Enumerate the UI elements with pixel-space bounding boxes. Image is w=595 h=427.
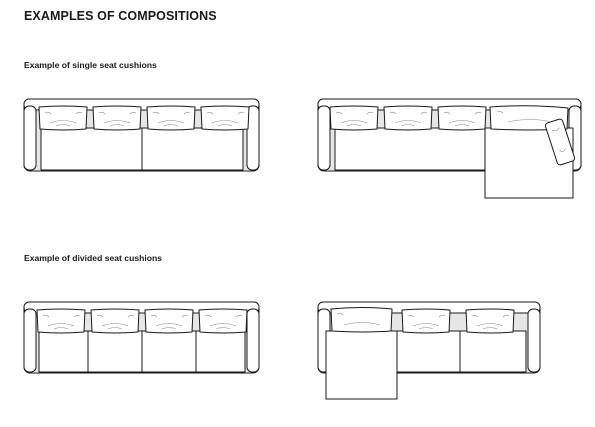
side-cushion	[544, 118, 576, 166]
back-cushion	[329, 105, 379, 131]
section-heading-divided-seat: Example of divided seat cushions	[24, 253, 163, 263]
back-cushion	[144, 308, 194, 334]
sofa-divided-seat-corner	[317, 301, 541, 400]
back-cushion	[36, 308, 86, 334]
sofa-divided-seat-straight	[23, 301, 260, 374]
back-cushion	[437, 105, 487, 131]
back-cushion	[383, 105, 433, 131]
page-title: EXAMPLES OF COMPOSITIONS	[24, 9, 217, 23]
back-cushion	[146, 105, 196, 131]
back-cushion	[200, 105, 250, 131]
back-cushion	[401, 308, 451, 334]
sofa-single-seat-corner	[317, 98, 582, 199]
back-cushion	[90, 308, 140, 334]
back-cushion	[92, 105, 142, 131]
section-heading-single-seat: Example of single seat cushions	[24, 60, 157, 70]
back-cushion	[198, 308, 248, 334]
back-cushion	[330, 307, 393, 333]
sofa-single-seat-straight	[23, 98, 260, 172]
back-cushion	[465, 308, 515, 334]
back-cushion	[38, 105, 88, 131]
